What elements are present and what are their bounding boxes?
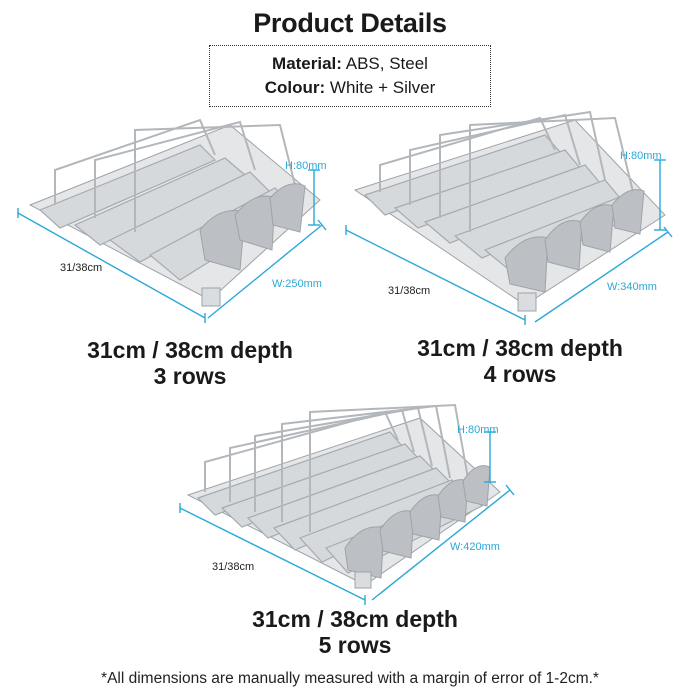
tray-4-caption-rows: 4 rows — [483, 361, 557, 387]
tray-3-rows-shape — [28, 118, 321, 307]
tray-3-caption: 31cm / 38cm depth 3 rows — [40, 337, 340, 389]
tray-5-rows-shape — [186, 403, 501, 589]
tray-4-width: W:340mm — [607, 281, 657, 293]
tray-4-rows-shape — [353, 110, 666, 312]
tray-4-caption-depth: 31cm / 38cm depth — [417, 335, 623, 361]
tray-5-caption-rows: 5 rows — [318, 632, 392, 658]
spec-box: Material: ABS, Steel Colour: White + Sil… — [209, 45, 491, 107]
material-row: Material: ABS, Steel — [210, 52, 490, 76]
tray-4-dimension-lines — [345, 159, 673, 325]
material-value: ABS, Steel — [345, 54, 428, 73]
colour-label: Colour: — [264, 78, 326, 97]
tray-5-caption-depth: 31cm / 38cm depth — [252, 606, 458, 632]
tray-3-caption-depth: 31cm / 38cm depth — [87, 337, 293, 363]
tray-3-width: W:250mm — [272, 278, 322, 290]
tray-4-caption: 31cm / 38cm depth 4 rows — [370, 335, 670, 387]
tray-3-depth: 31/38cm — [60, 262, 103, 274]
tray-5-dimension-lines — [179, 431, 515, 605]
tray-5-caption: 31cm / 38cm depth 5 rows — [205, 606, 505, 658]
colour-value: White + Silver — [329, 78, 436, 97]
tray-5-height: H:80mm — [457, 424, 499, 436]
tray-3-caption-rows: 3 rows — [153, 363, 227, 389]
page-title: Product Details — [253, 8, 447, 38]
tray-4-depth: 31/38cm — [388, 285, 431, 297]
material-label: Material: — [272, 54, 342, 73]
tray-3-dimension-lines — [17, 169, 327, 323]
tray-5-depth: 31/38cm — [212, 561, 255, 573]
tray-4-height: H:80mm — [620, 150, 662, 162]
colour-row: Colour: White + Silver — [210, 76, 490, 100]
tray-3-height: H:80mm — [285, 160, 327, 172]
measurement-footnote: *All dimensions are manually measured wi… — [101, 670, 599, 687]
tray-5-width: W:420mm — [450, 541, 500, 553]
